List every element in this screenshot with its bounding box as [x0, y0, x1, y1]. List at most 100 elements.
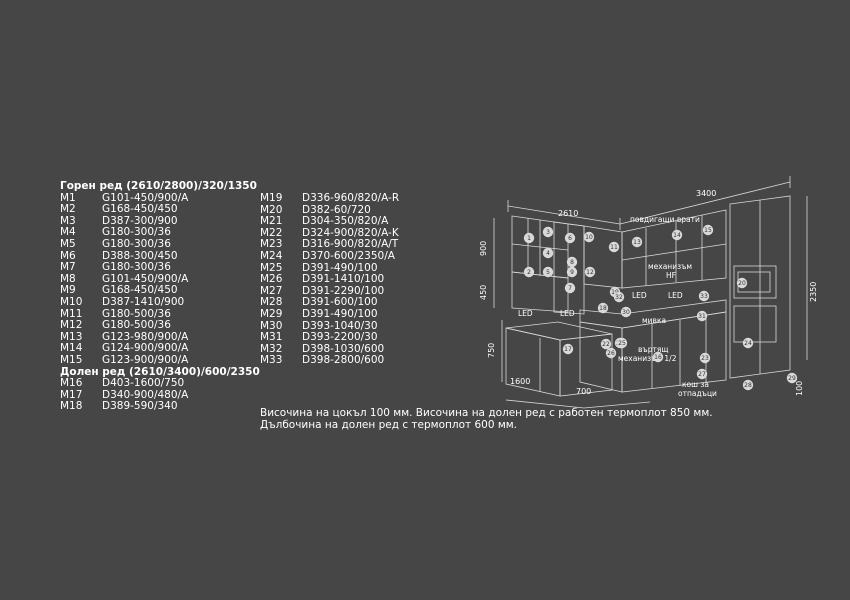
module-code: M14 [60, 342, 83, 355]
module-code: M13 [60, 330, 83, 343]
marker-circle-25 [616, 337, 628, 349]
module-spec: G180-500/36 [102, 307, 171, 320]
marker-circle-3 [542, 226, 554, 238]
marker-label-30: 30 [622, 309, 630, 316]
marker-circle-6 [564, 232, 576, 244]
marker-circle-8 [566, 256, 578, 268]
marker-circle-30 [620, 306, 632, 318]
module-code: M27 [260, 284, 283, 297]
marker-label-23: 23 [701, 355, 709, 362]
module-code: M15 [60, 353, 83, 366]
marker-circle-1 [523, 232, 535, 244]
module-code: M26 [260, 273, 283, 286]
module-spec: G180-300/36 [102, 226, 171, 239]
spec-row: M9 G168-450/450 [60, 285, 260, 297]
module-code: M9 [60, 284, 76, 297]
marker-circle-13 [631, 236, 643, 248]
marker-circle-28 [742, 379, 754, 391]
module-spec: D340-900/480/A [102, 388, 189, 401]
marker-label-15: 15 [704, 227, 712, 234]
marker-circle-22 [600, 338, 612, 350]
module-code: M22 [260, 226, 283, 239]
marker-label-3: 3 [546, 229, 550, 236]
module-code: M17 [60, 388, 83, 401]
module-code: M32 [260, 342, 283, 355]
marker-label-25: 25 [618, 340, 626, 347]
module-code: M3 [60, 214, 76, 227]
marker-label-20: 20 [738, 280, 746, 287]
module-code: M24 [260, 249, 283, 262]
kitchen-perspective-diagram: 2610 3400 900 450 2350 750 1600 700 100 … [480, 176, 818, 409]
marker-circle-9 [566, 266, 578, 278]
module-code: M5 [60, 237, 76, 250]
module-spec: G101-450/900/A [102, 272, 189, 285]
mechanism-hf-label-1: механизъм [648, 262, 692, 271]
marker-circle-5 [542, 266, 554, 278]
module-spec: G123-900/900/A [102, 353, 189, 366]
module-spec: G124-900/900/A [102, 342, 189, 355]
waste-bin-label-1: кош за [682, 380, 709, 389]
marker-circle-15 [702, 224, 714, 236]
led-label-left-1: LED [518, 309, 533, 318]
module-code: M29 [260, 307, 283, 320]
marker-circle-26 [605, 347, 617, 359]
module-code: M8 [60, 272, 76, 285]
marker-label-18: 18 [599, 305, 607, 312]
marker-label-9: 9 [570, 269, 574, 276]
spec-row: M15 G123-900/900/A [60, 353, 260, 367]
spec-row: M13 G123-980/900/A [60, 330, 260, 344]
marker-label-33: 33 [700, 293, 708, 300]
module-code: M25 [260, 261, 283, 274]
marker-label-12: 12 [586, 269, 594, 276]
led-label-right-1: LED [632, 291, 647, 300]
marker-label-22: 22 [602, 341, 610, 348]
marker-label-29: 29 [788, 375, 796, 382]
module-spec: G123-980/900/A [102, 330, 189, 343]
module-spec: D398-2800/600 [302, 354, 385, 367]
marker-circle-17 [562, 343, 574, 355]
dimension-3400: 3400 [696, 189, 716, 198]
marker-label-5: 5 [546, 269, 550, 276]
marker-label-2: 2 [527, 269, 531, 276]
mechanism-hf-label-2: HF [666, 271, 676, 280]
marker-label-11: 11 [610, 244, 618, 251]
marker-label-19: 19 [611, 289, 619, 296]
marker-circle-16 [652, 351, 664, 363]
marker-circle-33 [698, 290, 710, 302]
marker-circle-12 [584, 266, 596, 278]
dimension-2350: 2350 [809, 282, 818, 302]
led-label-right-2: LED [668, 291, 683, 300]
module-code: M18 [60, 400, 83, 413]
module-code: M21 [260, 215, 283, 228]
module-spec: G180-500/36 [102, 319, 171, 332]
module-spec: G168-450/450 [102, 284, 178, 297]
marker-circle-10 [583, 231, 595, 243]
module-spec: D403-1600/750 [102, 377, 185, 390]
module-code: M28 [260, 296, 283, 309]
module-code: M11 [60, 307, 83, 320]
module-code: M31 [260, 331, 283, 344]
module-code: M6 [60, 249, 76, 262]
upper-row-heading: Горен ред (2610/2800)/320/1350 [60, 180, 257, 192]
marker-circle-4 [542, 247, 554, 259]
sink-label: мивка [642, 316, 666, 325]
module-spec: D393-1040/30 [302, 319, 378, 332]
